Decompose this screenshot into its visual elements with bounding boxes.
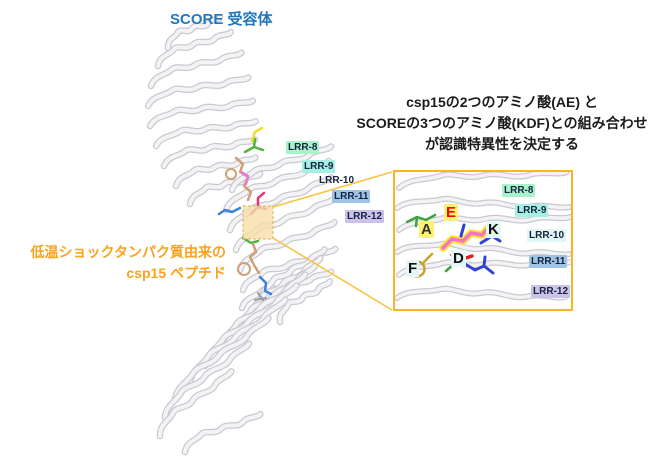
- stick-green-lower: [241, 236, 260, 245]
- stick-blue-lower: [258, 275, 273, 296]
- stick-tan-ring-lower: [237, 262, 251, 276]
- lrr-label-10: LRR-10: [319, 175, 355, 186]
- lrr-label-8: LRR-8: [286, 141, 320, 154]
- stick-tan-ring: [225, 168, 237, 180]
- residue-label-a: A: [419, 221, 434, 238]
- lrr-label-9: LRR-9: [302, 160, 336, 173]
- residue-label-k: K: [486, 221, 501, 238]
- inset-lrr-label-10: LRR-10: [527, 229, 567, 242]
- stick-pink: [239, 170, 250, 186]
- inset-panel: A E K D F LRR-8 LRR-9 LRR-10 LRR-11 LRR-…: [393, 170, 573, 311]
- callout-line-bottom: [272, 237, 393, 311]
- inset-lrr-label-9: LRR-9: [515, 204, 549, 217]
- inset-lrr-label-12: LRR-12: [531, 285, 571, 298]
- receptor-title: SCORE 受容体: [170, 11, 273, 28]
- peptide-label-line-2: csp15 ペプチド: [126, 265, 226, 281]
- lrr-label-11: LRR-11: [332, 190, 371, 203]
- annotation-line-1: csp15の2つのアミノ酸(AE) と: [406, 94, 598, 110]
- inset-lrr-label-8: LRR-8: [502, 184, 536, 197]
- annotation-text: csp15の2つのアミノ酸(AE) と SCOREの3つのアミノ酸(KDF)との…: [334, 92, 670, 155]
- callout-line-top: [272, 171, 393, 208]
- annotation-line-2: SCOREの3つのアミノ酸(KDF)との組み合わせ: [356, 115, 648, 131]
- residue-label-e: E: [444, 204, 459, 221]
- inset-stick-blue-d: [463, 255, 495, 275]
- inset-stick-blue-stub: [459, 223, 466, 238]
- stick-blue-upper: [217, 206, 242, 216]
- peptide-sticks-graphic: [217, 126, 273, 301]
- binding-site-highlight-box: [242, 205, 274, 240]
- inset-lrr-label-11: LRR-11: [529, 255, 568, 268]
- inset-stick-pink: [441, 226, 490, 250]
- stick-yellow: [250, 126, 264, 143]
- residue-label-d: D: [451, 250, 466, 267]
- lrr-label-12: LRR-12: [345, 210, 385, 223]
- inset-stick-khaki: [421, 252, 434, 265]
- ribbon-strands: [146, 14, 338, 452]
- stick-tan-lower: [248, 242, 261, 275]
- inset-stick-green-upper: [405, 213, 437, 228]
- peptide-label-line-1: 低温ショックタンパク質由来の: [30, 244, 226, 260]
- peptide-label: 低温ショックタンパク質由来の csp15 ペプチド: [0, 242, 226, 284]
- residue-label-f: F: [406, 260, 420, 277]
- stick-gray: [254, 292, 267, 301]
- annotation-line-3: が認識特異性を決定する: [425, 136, 579, 152]
- stick-green-upper: [243, 137, 265, 154]
